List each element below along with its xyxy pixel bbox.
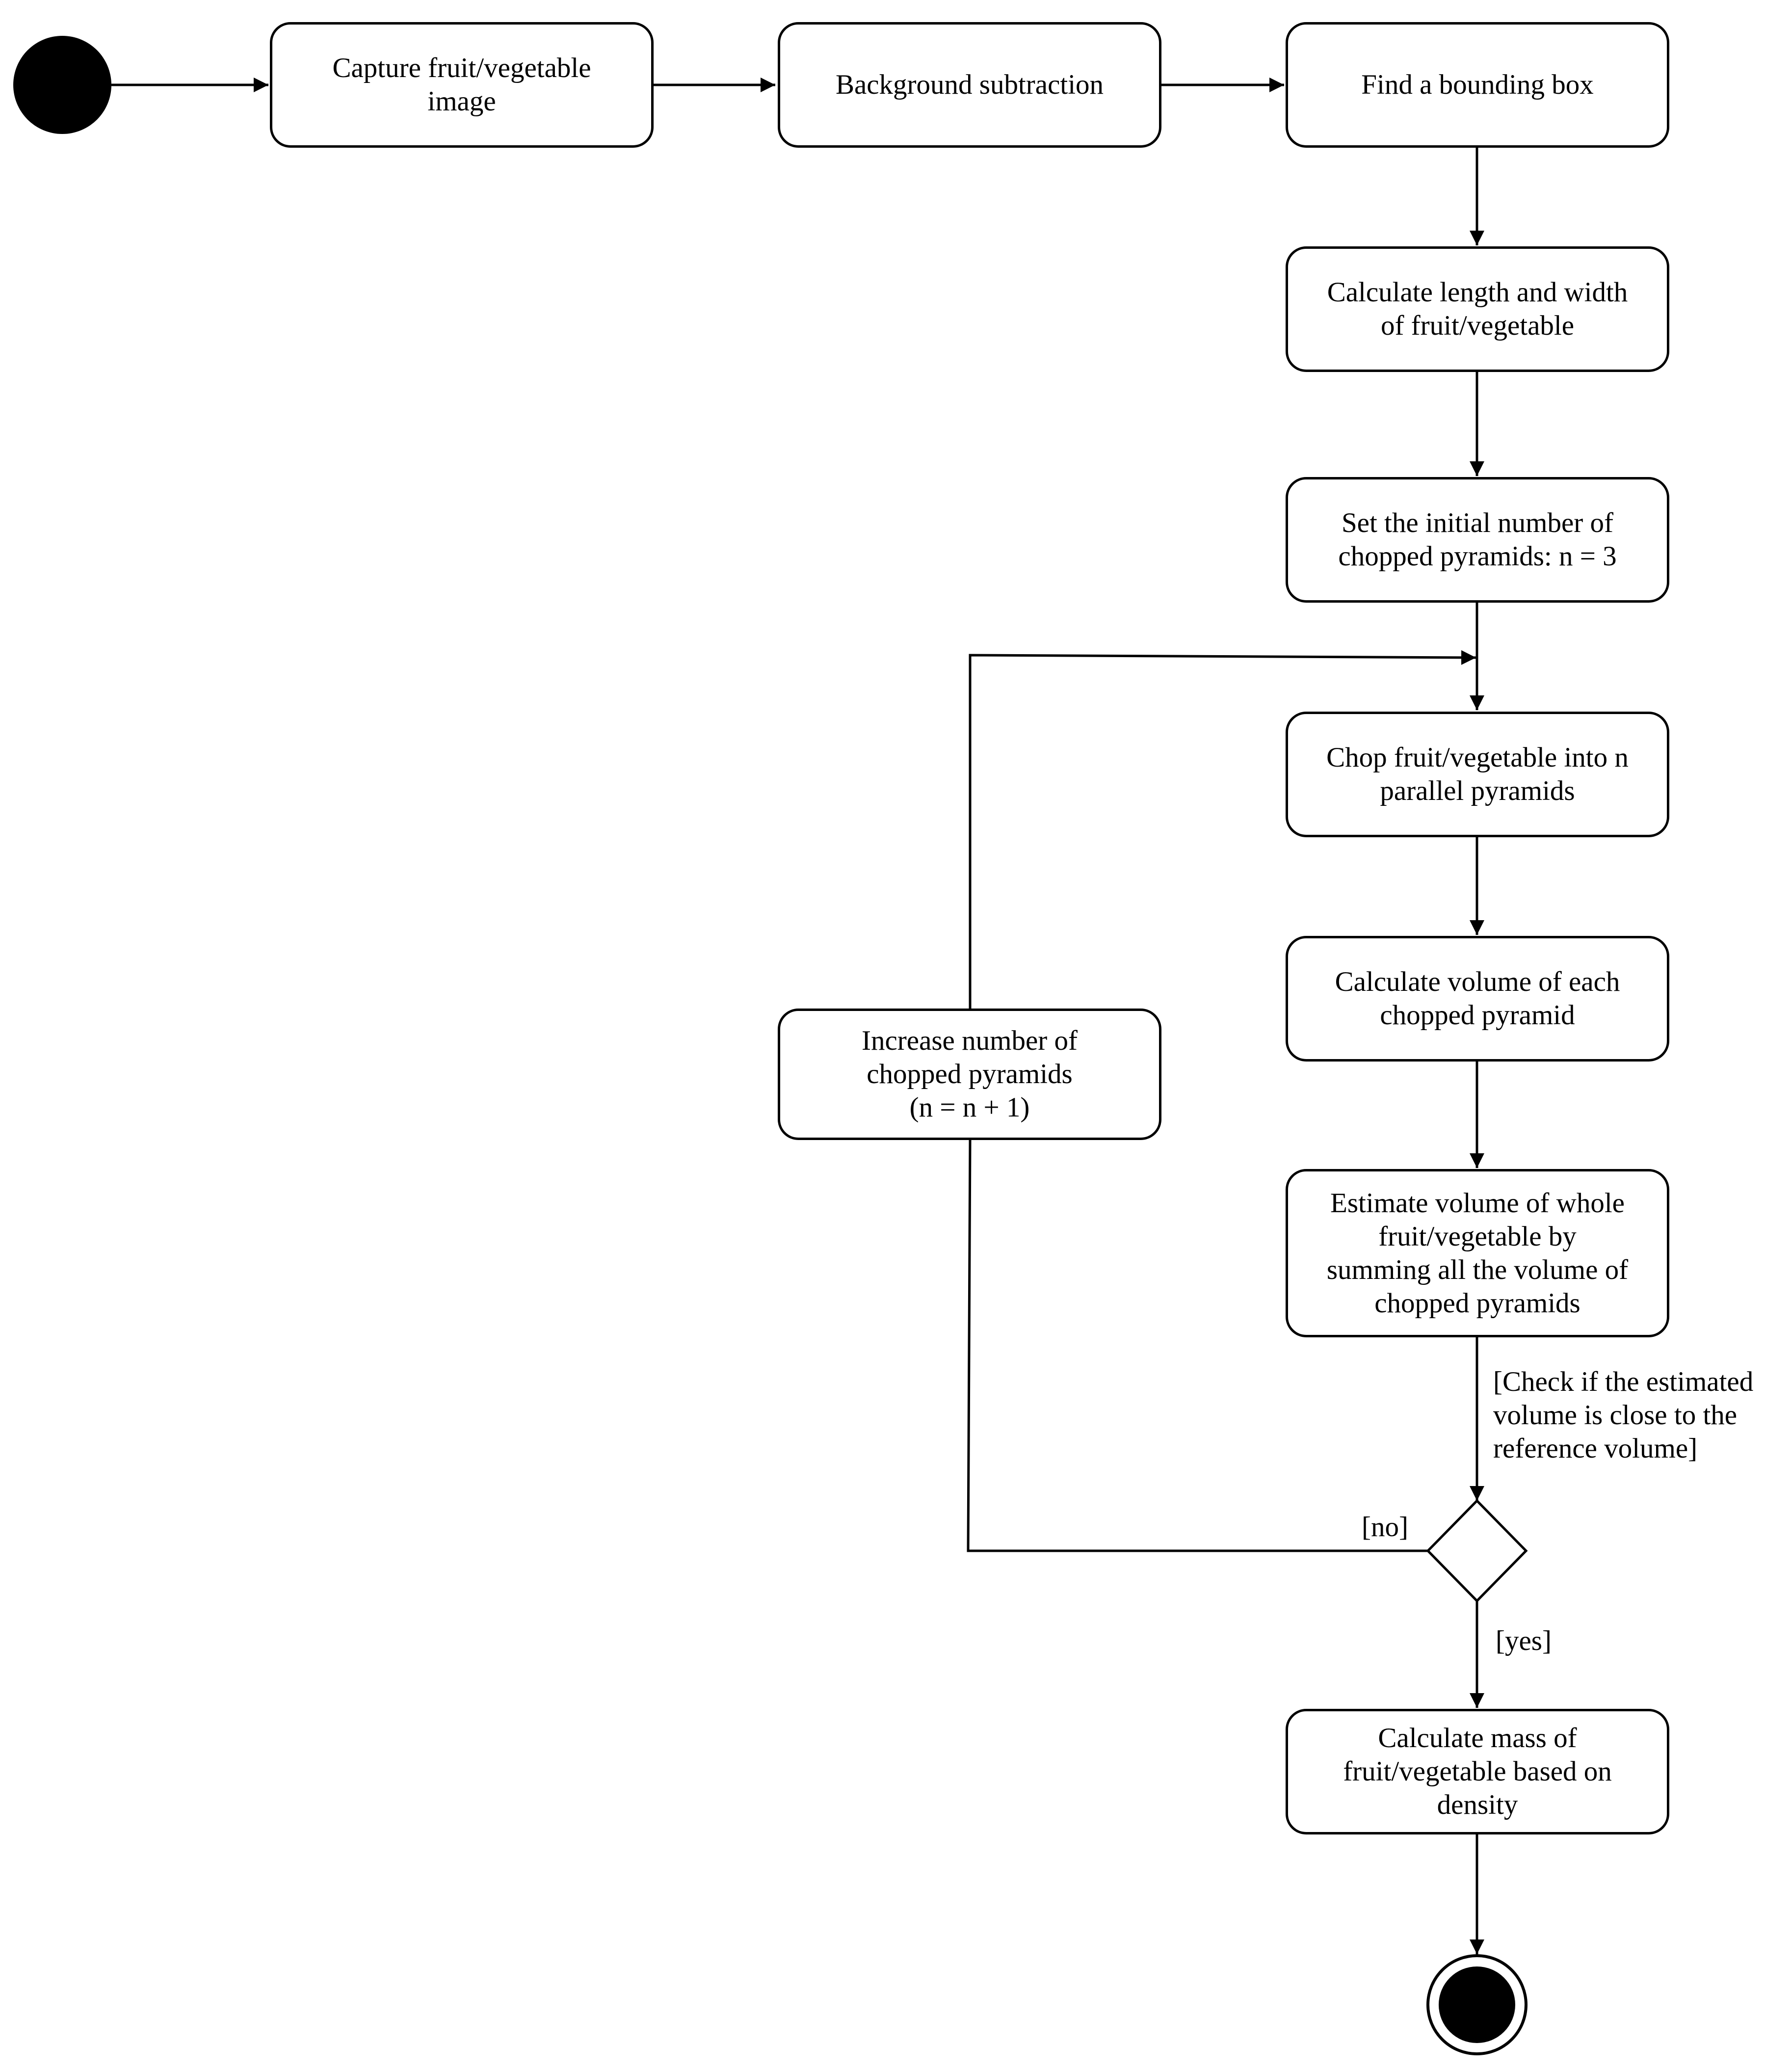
increase-pyramids-label: Increase number of chopped pyramids (n =… — [862, 1025, 1078, 1123]
capture-image-activity: Capture fruit/vegetable image — [270, 22, 654, 148]
volume-each-label: Calculate volume of each chopped pyramid — [1335, 966, 1620, 1031]
background-subtraction-activity: Background subtraction — [778, 22, 1161, 148]
decision-diamond — [1426, 1499, 1528, 1603]
calculate-mass-label: Calculate mass of fruit/vegetable based … — [1343, 1723, 1612, 1820]
check-guard-label: [Check if the estimated volume is close … — [1493, 1366, 1754, 1464]
bounding-box-activity: Find a bounding box — [1286, 22, 1669, 148]
yes-guard-label: [yes] — [1496, 1625, 1552, 1656]
volume-each-activity: Calculate volume of each chopped pyramid — [1286, 936, 1669, 1062]
chop-pyramids-label: Chop fruit/vegetable into n parallel pyr… — [1326, 742, 1629, 806]
estimate-volume-label: Estimate volume of whole fruit/vegetable… — [1326, 1187, 1629, 1319]
no-guard-label: [no] — [1362, 1512, 1408, 1542]
length-width-activity: Calculate length and width of fruit/vege… — [1286, 246, 1669, 372]
increase-pyramids-activity: Increase number of chopped pyramids (n =… — [778, 1009, 1161, 1140]
calculate-mass-activity: Calculate mass of fruit/vegetable based … — [1286, 1709, 1669, 1834]
start-node — [13, 36, 111, 134]
capture-image-label: Capture fruit/vegetable image — [332, 53, 591, 117]
edge-decision-no-to-increase — [967, 1139, 1428, 1552]
set-initial-label: Set the initial number of chopped pyrami… — [1338, 507, 1617, 572]
chop-pyramids-activity: Chop fruit/vegetable into n parallel pyr… — [1286, 712, 1669, 837]
end-node — [1439, 1966, 1515, 2043]
estimate-volume-activity: Estimate volume of whole fruit/vegetable… — [1286, 1169, 1669, 1337]
edge-increase-to-merge — [969, 650, 1476, 1009]
bounding-box-label: Find a bounding box — [1361, 69, 1594, 100]
background-subtraction-label: Background subtraction — [835, 69, 1104, 100]
set-initial-activity: Set the initial number of chopped pyrami… — [1286, 477, 1669, 603]
length-width-label: Calculate length and width of fruit/vege… — [1327, 277, 1628, 341]
